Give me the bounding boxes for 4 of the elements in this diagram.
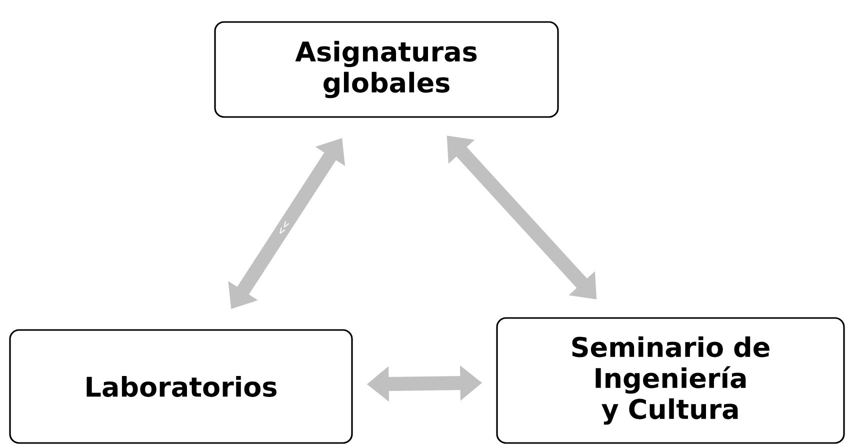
process-box: Asignaturas globales: [214, 21, 559, 118]
process-box: Seminario de Ingeniería y Cultura: [496, 317, 845, 444]
process-box: Laboratorios: [9, 329, 353, 444]
arrow-mark: <<: [280, 221, 290, 234]
